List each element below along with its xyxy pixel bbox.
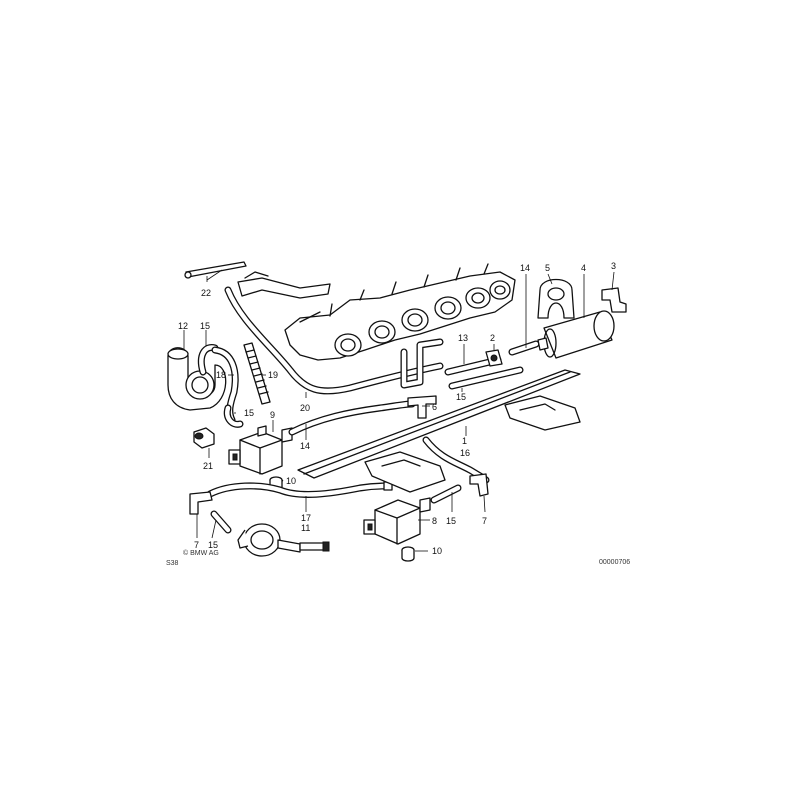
fuel-rail xyxy=(237,271,331,299)
cable-tie xyxy=(184,261,247,279)
callout-5: 5 xyxy=(545,263,550,273)
short-hose-lower-left xyxy=(210,510,232,534)
vacuum-hose-long xyxy=(224,286,444,395)
callout-20: 20 xyxy=(300,403,310,413)
callout-2: 2 xyxy=(490,333,495,343)
callout-numbers: 22 12 15 18 19 20 15 9 14 21 10 17 11 7 … xyxy=(178,261,616,556)
callout-8: 8 xyxy=(432,516,437,526)
image-number: 00000706 xyxy=(599,559,630,566)
callout-15: 15 xyxy=(244,408,254,418)
callout-14: 14 xyxy=(300,441,310,451)
short-hose-lower-right xyxy=(430,484,462,504)
solenoid-valve-upper xyxy=(228,425,293,475)
retaining-clip xyxy=(601,287,627,313)
intake-manifold xyxy=(284,263,516,361)
callout-15: 15 xyxy=(446,516,456,526)
bent-hose xyxy=(400,338,444,389)
callout-10: 10 xyxy=(432,546,442,556)
activated-carbon-filter xyxy=(537,310,615,359)
callout-16: 16 xyxy=(460,448,470,458)
elbow-connector-left xyxy=(189,491,213,515)
callout-19: 19 xyxy=(268,370,278,380)
diagram-code: S38 xyxy=(166,560,179,567)
hose-15-right xyxy=(448,366,524,390)
temperature-sensor xyxy=(193,427,215,449)
callout-6: 6 xyxy=(432,402,437,412)
callout-21: 21 xyxy=(203,461,213,471)
callout-22: 22 xyxy=(201,288,211,298)
bracket-plate-right xyxy=(504,395,581,431)
callout-10: 10 xyxy=(286,476,296,486)
hose-14-right xyxy=(508,340,540,356)
leader-lines xyxy=(183,269,615,552)
solenoid-valve-lower xyxy=(363,497,431,545)
elbow-connector-right xyxy=(469,473,489,497)
callout-14: 14 xyxy=(520,263,530,273)
check-valve xyxy=(485,349,503,367)
hose-14-middle xyxy=(288,400,416,436)
filter-holder xyxy=(537,278,575,319)
vacuum-hose-lower xyxy=(206,481,393,498)
callout-7: 7 xyxy=(194,540,199,550)
bracket-plate-middle xyxy=(364,451,446,493)
short-hose-middle xyxy=(223,404,244,428)
callout-13: 13 xyxy=(458,333,468,343)
callout-15: 15 xyxy=(456,392,466,402)
callout-17: 17 xyxy=(301,513,311,523)
callout-18: 18 xyxy=(216,370,226,380)
callout-3: 3 xyxy=(611,261,616,271)
protective-sleeve xyxy=(243,342,271,405)
callout-15: 15 xyxy=(208,540,218,550)
mounting-bracket xyxy=(297,369,581,479)
copyright-notice: © BMW AG xyxy=(183,549,219,557)
callout-9: 9 xyxy=(270,410,275,420)
callout-4: 4 xyxy=(581,263,586,273)
callout-1: 1 xyxy=(462,436,467,446)
callout-15: 15 xyxy=(200,321,210,331)
grommet-lower xyxy=(401,546,415,562)
callout-11: 11 xyxy=(301,523,310,533)
callout-12: 12 xyxy=(178,321,188,331)
callout-7: 7 xyxy=(482,516,487,526)
vacuum-diaphragm-unit xyxy=(237,523,330,557)
t-connector xyxy=(407,395,437,419)
